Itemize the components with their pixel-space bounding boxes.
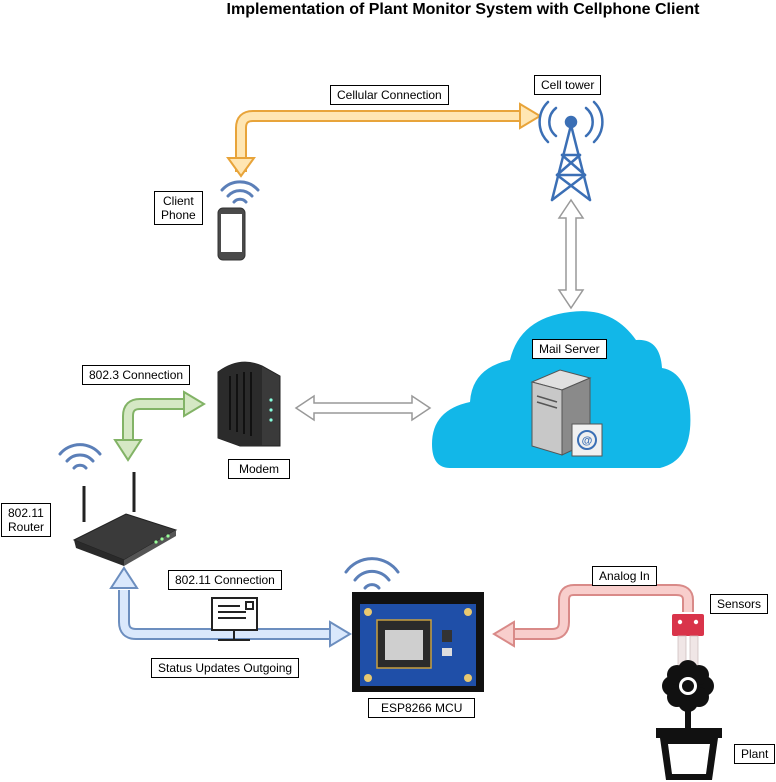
client-phone-label: Client Phone bbox=[154, 191, 203, 225]
8023-connection-label: 802.3 Connection bbox=[82, 365, 191, 385]
router-label-line1: 802.11 bbox=[8, 506, 44, 520]
plant-label: Plant bbox=[734, 744, 776, 764]
status-updates-label: Status Updates Outgoing bbox=[151, 658, 300, 678]
router-label: 802.11 Router bbox=[1, 503, 52, 537]
analog-in-label: Analog In bbox=[592, 566, 657, 586]
esp8266-label: ESP8266 MCU bbox=[368, 698, 476, 718]
modem-cloud-arrow bbox=[294, 394, 432, 422]
modem-label: Modem bbox=[228, 459, 291, 479]
mail-server-label: Mail Server bbox=[532, 339, 607, 359]
sensors-label: Sensors bbox=[710, 594, 769, 614]
email-terminal-icon bbox=[211, 597, 258, 641]
cell-tower-icon bbox=[538, 100, 604, 202]
analog-in-arrow bbox=[492, 584, 694, 648]
8023-connection-arrow bbox=[113, 390, 206, 462]
flower-pot-icon bbox=[656, 660, 722, 780]
cellular-connection-arrow bbox=[226, 102, 542, 178]
svg-text:@: @ bbox=[582, 435, 593, 447]
router-label-line2: Router bbox=[8, 520, 45, 534]
cell-tower-label: Cell tower bbox=[534, 75, 602, 95]
router-icon bbox=[72, 472, 178, 566]
phone-icon bbox=[217, 207, 246, 261]
wifi-icon bbox=[344, 557, 400, 590]
wifi-icon bbox=[220, 180, 260, 204]
modem-icon bbox=[217, 361, 281, 447]
server-icon: @ bbox=[530, 369, 603, 457]
cellular-connection-label: Cellular Connection bbox=[330, 85, 449, 105]
tower-server-arrow bbox=[557, 198, 585, 310]
page-title: Implementation of Plant Monitor System w… bbox=[226, 1, 700, 18]
wifi-icon bbox=[58, 443, 102, 470]
esp8266-board-icon bbox=[352, 592, 484, 692]
80211-connection-label: 802.11 Connection bbox=[168, 570, 282, 590]
80211-connection-arrow bbox=[109, 566, 352, 648]
client-phone-label-line1: Client bbox=[163, 194, 194, 208]
client-phone-label-line2: Phone bbox=[161, 208, 196, 222]
